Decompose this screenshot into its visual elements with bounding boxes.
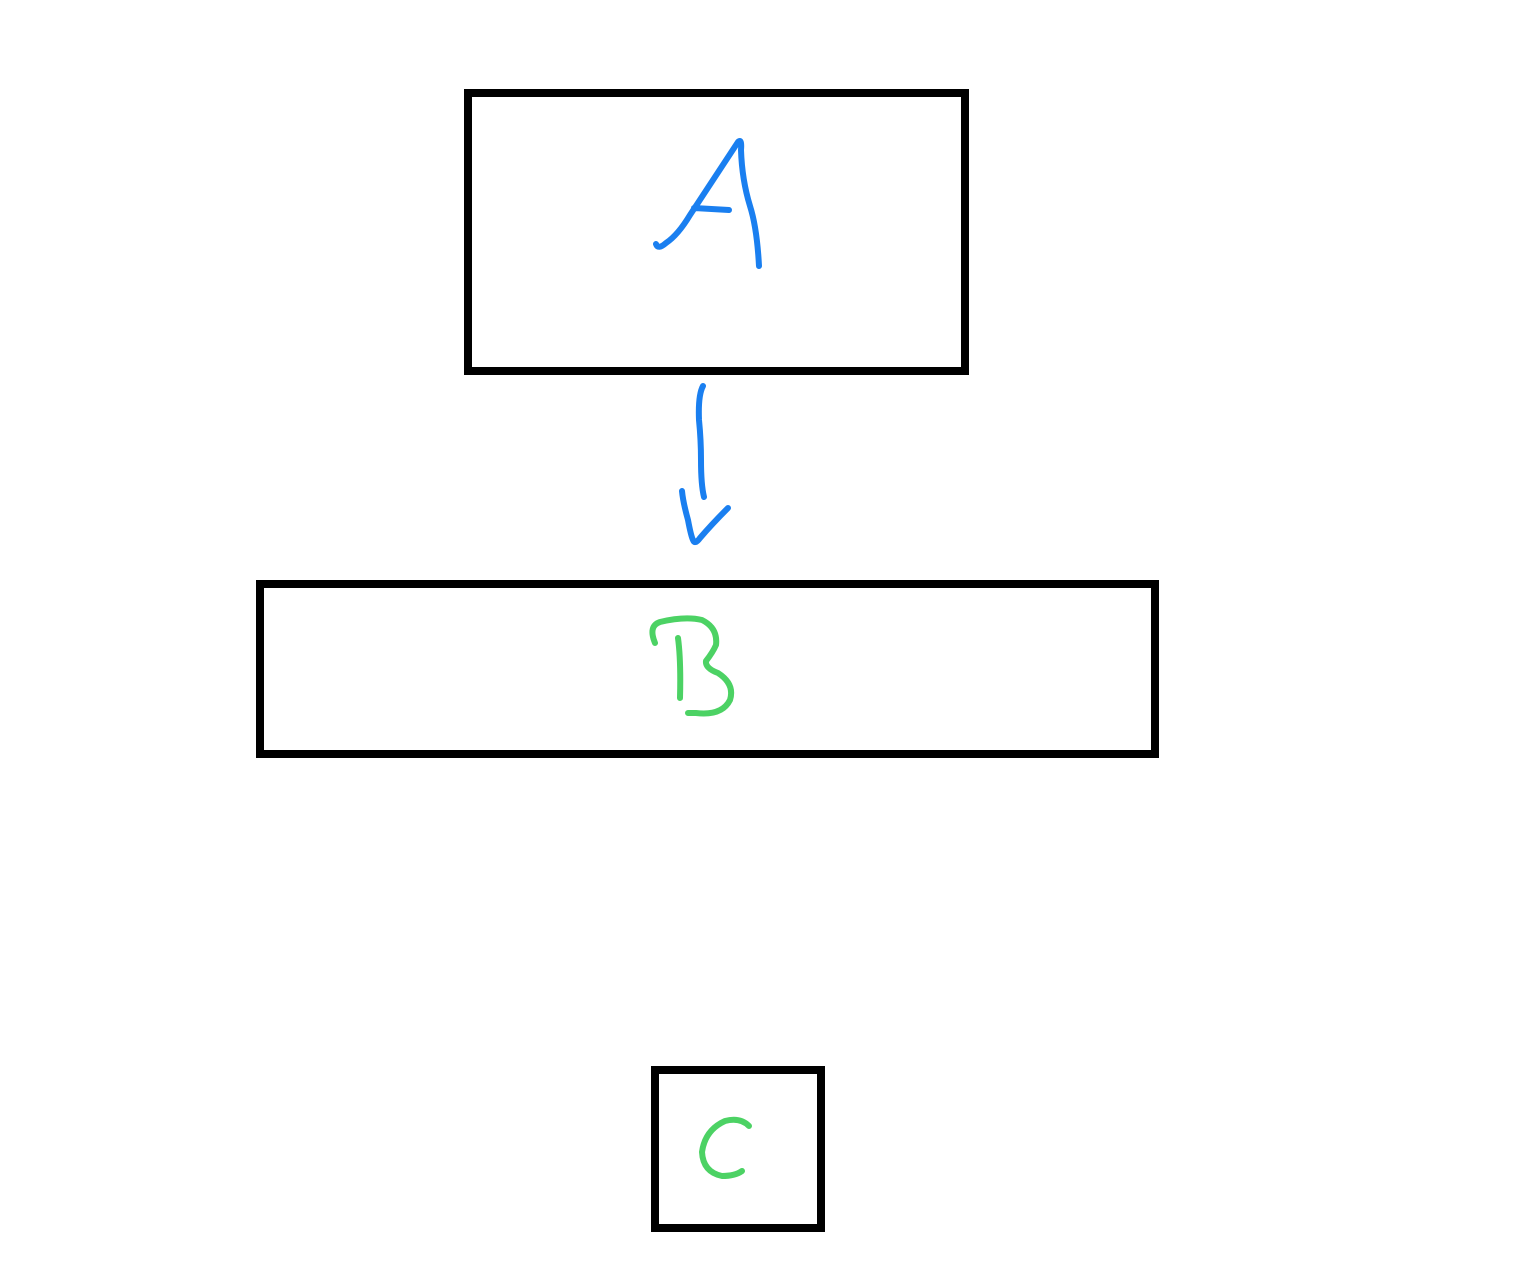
node-a-label [653,138,762,269]
node-b-box[interactable] [256,580,1159,758]
node-b-label [649,615,735,717]
node-a-box[interactable] [464,89,969,375]
node-c-label [699,1116,752,1179]
edge-a-to-b-arrow [679,383,731,546]
node-c-box[interactable] [651,1066,825,1232]
